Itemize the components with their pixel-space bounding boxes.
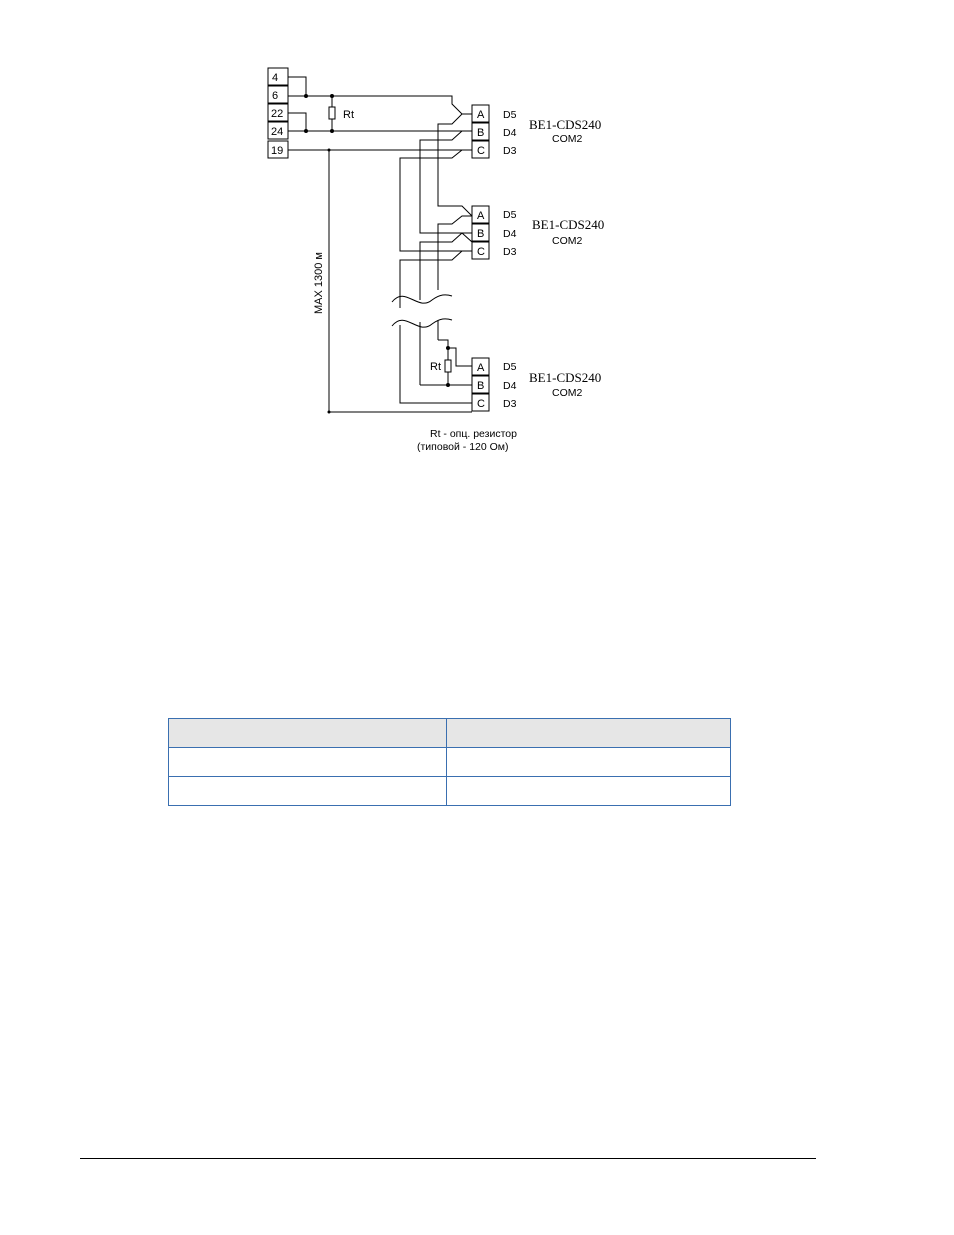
relay-2-port-d3: D3 [503,246,517,258]
relay-1-port-d3: D3 [503,145,517,157]
settings-table [168,718,731,806]
left-termination-resistor: Rt [328,94,354,133]
relay-3-port-d4: D4 [503,380,517,392]
relay-1-port-d4: D4 [503,127,517,139]
table-cell [168,747,447,777]
relay-2-port-d5: D5 [503,209,517,221]
relay-2-port-name: COM2 [552,235,582,247]
relay-3-pin-a: A [477,362,485,374]
relay-3-port-name: COM2 [552,387,582,399]
terminal-24-label: 24 [271,126,283,138]
terminal-22-label: 22 [271,108,283,120]
relay-1-pin-a: A [477,109,485,121]
table-cell [446,747,731,777]
relay-3-resistor-label: Rt [430,361,441,373]
relay-2: A B C D5 D4 D3 BE1-CDS240 COM2 [471,205,604,260]
relay-1-port-name: COM2 [552,133,582,145]
relay-3: A B C D5 D4 D3 BE1-CDS240 COM2 [471,357,601,412]
cable-break-symbol [391,294,453,328]
table-row [168,776,731,806]
note-line-1: Rt - опц. резистор [430,428,517,440]
relay-1-pin-b: B [477,127,484,139]
relay-1: A B C D5 D4 D3 BE1-CDS240 COM2 [471,104,601,159]
relay-2-pin-a: A [477,210,485,222]
terminal-jumpers [288,76,308,133]
relay-3-termination-resistor: Rt [430,346,452,387]
left-resistor-label: Rt [343,109,354,121]
chain-relay1-to-relay2 [399,113,473,252]
terminal-19-label: 19 [271,145,283,157]
relay-3-pin-b: B [477,380,484,392]
footer-divider [80,1158,816,1159]
relay-1-model: BE1-CDS240 [529,117,601,132]
relay-2-port-d4: D4 [503,228,517,240]
relay-2-pin-c: C [477,246,485,258]
relay-1-port-d5: D5 [503,109,517,121]
relay-3-port-d5: D5 [503,361,517,373]
relay-3-pin-c: C [477,398,485,410]
rs485-wiring-diagram: 4 6 22 24 19 Rt MAX 1300 м A [267,67,604,453]
table-row [168,747,731,777]
relay-1-pin-c: C [477,145,485,157]
relay-3-model: BE1-CDS240 [529,370,601,385]
chain-relay2-to-break [399,215,472,308]
relay-3-port-d3: D3 [503,398,517,410]
table-header-cell [446,718,731,748]
table-cell [446,776,731,806]
cable-length-label: MAX 1300 м [313,252,325,314]
table-header-row [168,718,731,748]
relay-2-pin-b: B [477,228,484,240]
trunk-lines [288,95,472,151]
cable-length-dimension: MAX 1300 м [313,148,331,414]
left-terminal-block: 4 6 22 24 19 [267,67,289,159]
terminal-4-label: 4 [272,72,278,84]
table-header-cell [168,718,447,748]
note-line-2: (типовой - 120 Ом) [417,441,509,453]
table-cell [168,776,447,806]
relay-2-model: BE1-CDS240 [532,217,604,232]
terminal-6-label: 6 [272,90,278,102]
